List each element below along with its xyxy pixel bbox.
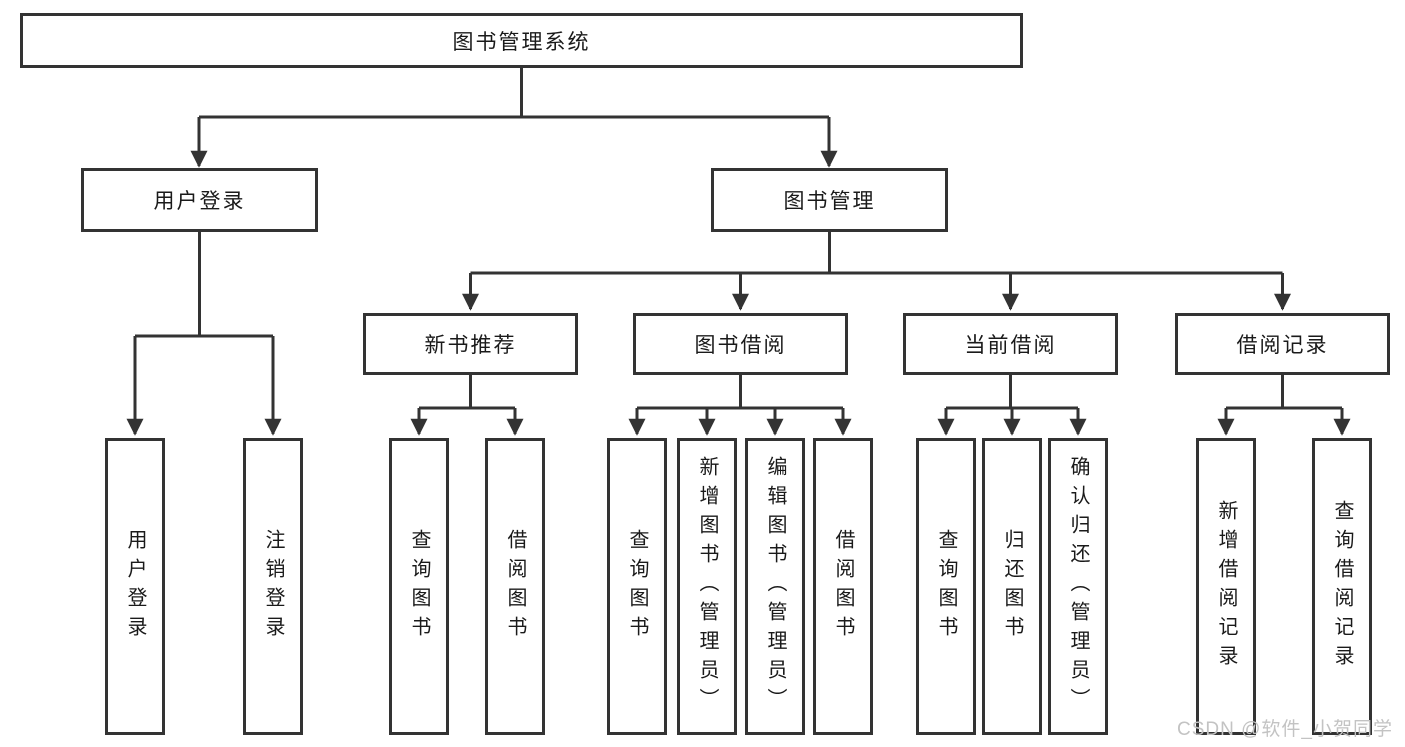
leaf-label: 查询图书 — [935, 528, 957, 645]
leaf-label: 编辑图书（管理员） — [764, 456, 786, 717]
leaf-label: 确认归还（管理员） — [1067, 456, 1089, 717]
leaf-add-borrow-record: 新增借阅记录 — [1196, 438, 1256, 735]
leaf-label: 查询借阅记录 — [1331, 499, 1353, 674]
leaf-query-borrow-record: 查询借阅记录 — [1312, 438, 1372, 735]
leaf-label: 借阅图书 — [832, 528, 854, 645]
leaf-user-login: 用户登录 — [105, 438, 165, 735]
leaf-label: 新增借阅记录 — [1215, 499, 1237, 674]
leaf-label: 注销登录 — [262, 528, 284, 645]
leaf-label: 新增图书（管理员） — [696, 456, 718, 717]
leaf-query-books-borrow: 查询图书 — [607, 438, 667, 735]
watermark: CSDN @软件_小贺同学 — [1177, 719, 1393, 740]
leaf-query-books-rec: 查询图书 — [389, 438, 449, 735]
node-book-borrow: 图书借阅 — [633, 313, 848, 375]
leaf-label: 归还图书 — [1001, 528, 1023, 645]
leaf-borrow-books-rec: 借阅图书 — [485, 438, 545, 735]
leaf-add-books-admin: 新增图书（管理员） — [677, 438, 737, 735]
leaf-edit-books-admin: 编辑图书（管理员） — [745, 438, 805, 735]
leaf-label: 查询图书 — [626, 528, 648, 645]
leaf-logout: 注销登录 — [243, 438, 303, 735]
leaf-query-books-current: 查询图书 — [916, 438, 976, 735]
node-current-borrow: 当前借阅 — [903, 313, 1118, 375]
leaf-label: 借阅图书 — [504, 528, 526, 645]
leaf-label: 查询图书 — [408, 528, 430, 645]
leaf-return-books: 归还图书 — [982, 438, 1042, 735]
leaf-label: 用户登录 — [124, 528, 146, 645]
node-user-login: 用户登录 — [81, 168, 318, 232]
leaf-borrow-books: 借阅图书 — [813, 438, 873, 735]
node-root: 图书管理系统 — [20, 13, 1023, 68]
node-borrow-records: 借阅记录 — [1175, 313, 1390, 375]
node-new-book-recommend: 新书推荐 — [363, 313, 578, 375]
node-book-management: 图书管理 — [711, 168, 948, 232]
leaf-confirm-return-admin: 确认归还（管理员） — [1048, 438, 1108, 735]
